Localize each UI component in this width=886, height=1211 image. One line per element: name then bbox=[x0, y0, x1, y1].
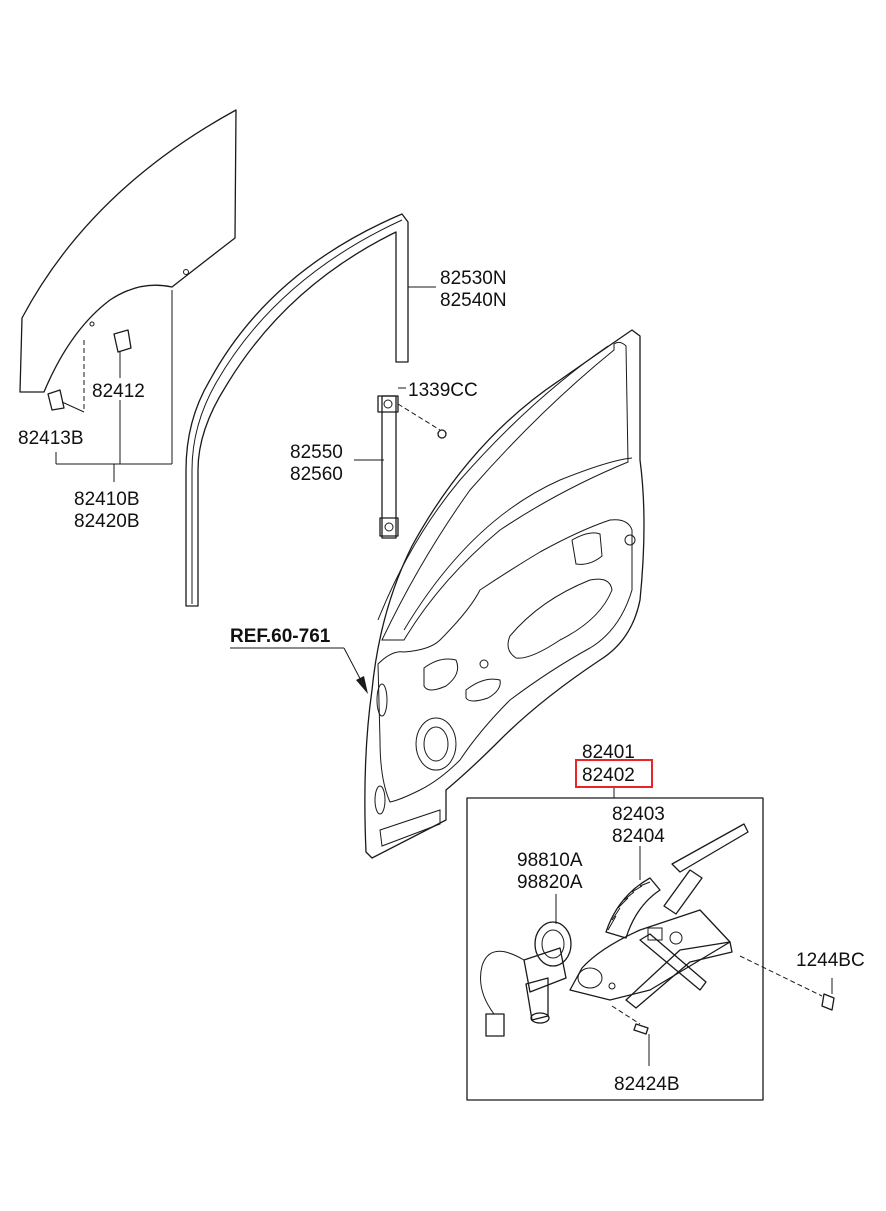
label-82530n: 82530N bbox=[440, 268, 507, 289]
label-98810a: 98810A bbox=[517, 850, 583, 871]
label-1339cc: 1339CC bbox=[408, 380, 478, 401]
label-82412: 82412 bbox=[92, 381, 145, 402]
glass-clip-lower bbox=[47, 340, 85, 413]
label-82424b: 82424B bbox=[614, 1074, 680, 1095]
label-98820a: 98820A bbox=[517, 872, 583, 893]
window-motor bbox=[480, 846, 641, 1037]
glass-clip bbox=[113, 329, 132, 378]
highlight-82402 bbox=[575, 759, 653, 788]
regulator-assembly-box bbox=[466, 759, 764, 1101]
glass-run-channel bbox=[185, 213, 436, 607]
label-ref-60-761: REF.60-761 bbox=[230, 626, 331, 647]
label-82420b: 82420B bbox=[74, 511, 140, 532]
label-82404: 82404 bbox=[612, 826, 665, 847]
label-1244bc: 1244BC bbox=[796, 950, 865, 971]
regulator-arms bbox=[569, 823, 749, 1009]
door-panel bbox=[230, 329, 645, 859]
bolt-1244bc bbox=[739, 955, 835, 1011]
bolt-82424b bbox=[611, 1005, 650, 1066]
bracket-82410b bbox=[55, 290, 173, 482]
door-glass bbox=[19, 109, 237, 393]
label-82560: 82560 bbox=[290, 464, 343, 485]
label-82403: 82403 bbox=[612, 804, 665, 825]
label-82540n: 82540N bbox=[440, 290, 507, 311]
rear-channel bbox=[354, 387, 447, 539]
label-82410b: 82410B bbox=[74, 489, 140, 510]
label-82401: 82401 bbox=[582, 742, 635, 763]
label-82413b: 82413B bbox=[18, 428, 84, 449]
label-82550: 82550 bbox=[290, 442, 343, 463]
label-82402: 82402 bbox=[582, 765, 635, 786]
